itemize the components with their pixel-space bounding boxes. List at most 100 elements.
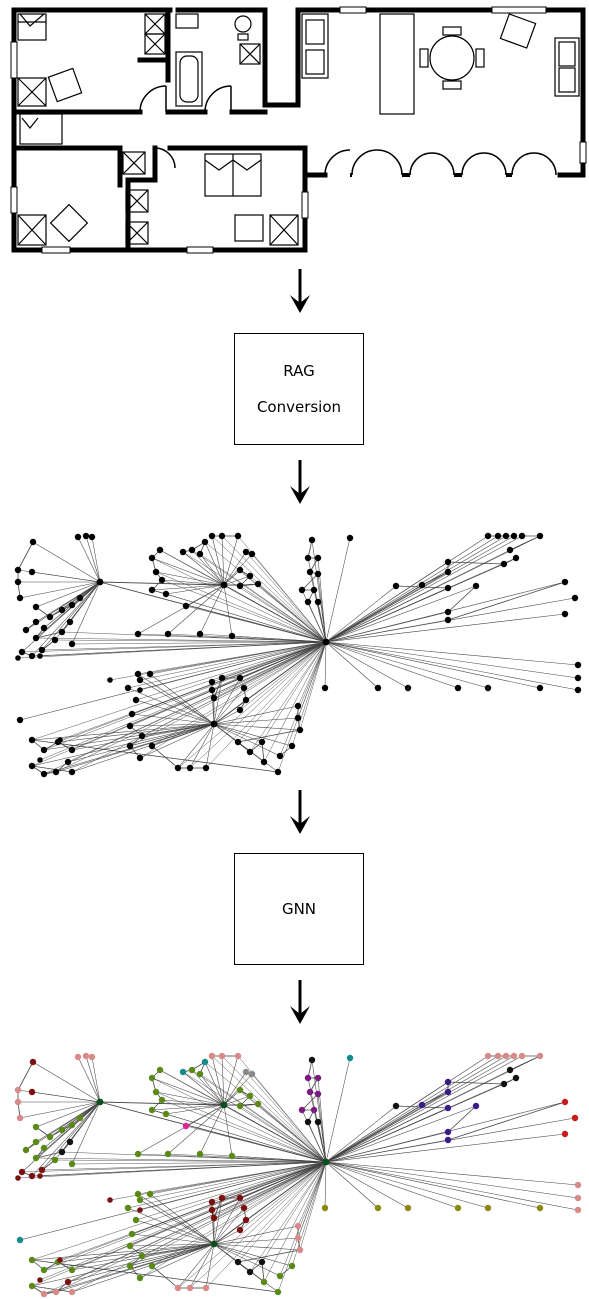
graph-node [148,742,156,750]
graph-node [179,1068,187,1076]
graph-node [82,1052,90,1060]
graph-edges [17,1055,579,1295]
graph-hub-node [322,1158,330,1166]
graph-edge [297,1161,327,1227]
graph-node [321,1204,329,1212]
graph-node [210,694,218,702]
graph-node [202,764,210,772]
graph-node [374,1204,382,1212]
graph-node [208,678,216,686]
graph-node [126,1262,134,1270]
graph-node [182,602,190,610]
graph-node [392,1102,400,1110]
graph-edge [325,537,351,643]
graph-node [22,626,30,634]
graph-edge [237,1249,301,1263]
graph-node [392,582,400,590]
arrow-down-3 [290,790,310,834]
graph-edge [137,1104,225,1155]
arrow-down-2 [290,460,310,504]
graph-edge [31,1243,215,1261]
graph-edge [213,723,279,773]
graph-edge [32,1061,101,1103]
graph-node [208,1052,216,1060]
graph-node [294,714,302,722]
graph-node [248,550,256,558]
graph-edge [91,1056,101,1103]
graph-edge [85,1055,101,1103]
graph-node [248,1070,256,1078]
graph-edge [199,553,225,586]
graph-edge [159,549,327,643]
floor-plan [10,6,587,254]
graph-node [374,684,382,692]
graph-edge [77,536,101,583]
arrow-down-1 [290,269,310,313]
graph-node [82,532,90,540]
graph-edge [57,1243,215,1263]
graph-node [518,532,526,540]
graph-node [506,546,514,554]
graph-edge [99,581,225,586]
graph-node [536,684,544,692]
graph-edge [211,535,327,643]
graph-node [484,684,492,692]
graph-node [174,764,182,772]
graph-edge [31,571,101,583]
graph-node [32,618,40,626]
graph-node [321,684,329,692]
graph-node [164,630,172,638]
graph-edge [243,641,327,689]
graph-node [404,1204,412,1212]
graph-edge [239,1161,327,1231]
graph-node [32,603,40,611]
graph-hub-node [220,1101,228,1109]
graph-hub-node [96,578,104,586]
graph-edge [325,641,579,666]
graph-edge [35,1101,101,1128]
graph-edge [325,549,511,643]
graph-edge [447,1105,477,1133]
graph-edge [35,1157,327,1163]
graph-edge [189,641,327,769]
graph-node [242,548,250,556]
graph-edge [261,741,265,763]
graph-edge [161,579,225,586]
graph-edge [177,1243,215,1289]
graph-edge [325,641,379,689]
graph-edge [251,553,327,643]
graph-edge [239,641,327,711]
graph-edge [257,583,327,643]
graph-edge [213,1219,247,1245]
graph-node [218,1194,226,1202]
graph-node [68,1288,76,1296]
graph-node [294,1234,302,1242]
graph-node [254,580,262,588]
graph-edge [325,1105,397,1163]
graph-node [136,754,144,762]
graph-edge [21,1161,327,1173]
graph-node [234,1052,242,1060]
graph-edge [165,1104,225,1115]
graph-hub-node [96,1098,104,1106]
graph-node [57,1257,63,1263]
graph-node [126,722,134,730]
graph-edge [31,723,215,741]
graph-node [561,610,569,618]
graph-edge [245,1161,327,1221]
graph-edge [249,641,327,753]
graph-node [76,1114,84,1122]
graph-node [38,1166,46,1174]
graph-edge [325,1161,579,1199]
graph-node [29,538,37,546]
graph-node [294,702,302,710]
graph-edge [301,573,319,591]
graph-node [484,532,492,540]
graph-node [68,746,76,754]
graph-edge [135,1161,327,1221]
graph-edge [189,1243,215,1289]
graph-node [510,532,518,540]
graph-node [418,1101,426,1109]
graph-node [152,568,160,576]
graph-edge [139,1161,327,1211]
